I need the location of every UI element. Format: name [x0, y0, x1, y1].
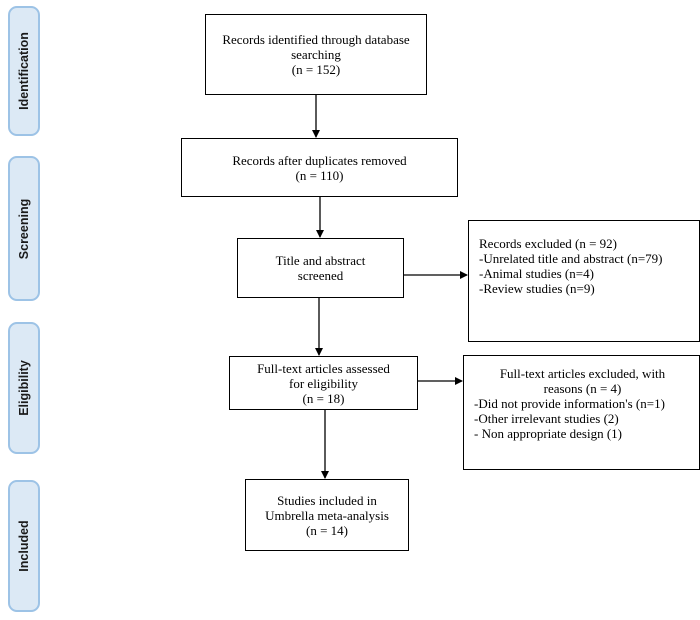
box-duplicates-removed: Records after duplicates removed (n = 11…: [181, 138, 458, 197]
box-records-identified-line-3: (n = 152): [291, 62, 341, 77]
box-studies-included-line-2: Umbrella meta-analysis: [265, 507, 389, 523]
box-title-abstract-line-2: screened: [297, 268, 344, 283]
stage-screening: Screening: [8, 156, 40, 301]
box-full-text-line-1: Full-text articles assessed: [257, 360, 390, 376]
box-full-text-excluded: Full-text articles excluded, with reason…: [463, 355, 700, 470]
box-duplicates-removed-line-2: (n = 110): [295, 167, 344, 183]
stage-eligibility: Eligibility: [8, 322, 40, 454]
box-full-text-line-3: (n = 18): [302, 390, 345, 406]
box-records-identified-line-2: searching: [291, 47, 341, 62]
full-text-excluded-item-design: - Non appropriate design (1): [474, 426, 623, 441]
records-excluded-item-review: -Review studies (n=9): [479, 281, 595, 296]
box-full-text-line-2: for eligibility: [289, 375, 358, 391]
box-records-excluded: Records excluded (n = 92) -Unrelated tit…: [468, 220, 700, 342]
box-studies-included-line-1: Studies included in: [277, 492, 377, 508]
records-excluded-item-animal: -Animal studies (n=4): [479, 266, 594, 281]
box-records-identified: Records identified through database sear…: [205, 14, 427, 95]
box-duplicates-removed-line-1: Records after duplicates removed: [232, 152, 407, 168]
full-text-excluded-item-irrelevant: -Other irrelevant studies (2): [474, 411, 619, 426]
box-title-abstract-screened: Title and abstract screened: [237, 238, 404, 298]
stage-identification: Identification: [8, 6, 40, 136]
stage-included: Included: [8, 480, 40, 612]
box-studies-included: Studies included in Umbrella meta-analys…: [245, 479, 409, 551]
full-text-excluded-item-no-info: -Did not provide information's (n=1): [474, 396, 665, 411]
box-full-text-assessed: Full-text articles assessed for eligibil…: [229, 356, 418, 410]
full-text-excluded-title-line-1: Full-text articles excluded, with: [499, 366, 666, 381]
records-excluded-item-unrelated: -Unrelated title and abstract (n=79): [479, 251, 663, 266]
records-excluded-title: Records excluded (n = 92): [479, 236, 618, 251]
box-studies-included-line-3: (n = 14): [306, 522, 348, 538]
full-text-excluded-title-line-2: reasons (n = 4): [543, 381, 622, 396]
box-title-abstract-line-1: Title and abstract: [275, 253, 366, 268]
box-records-identified-line-1: Records identified through database: [222, 32, 410, 47]
